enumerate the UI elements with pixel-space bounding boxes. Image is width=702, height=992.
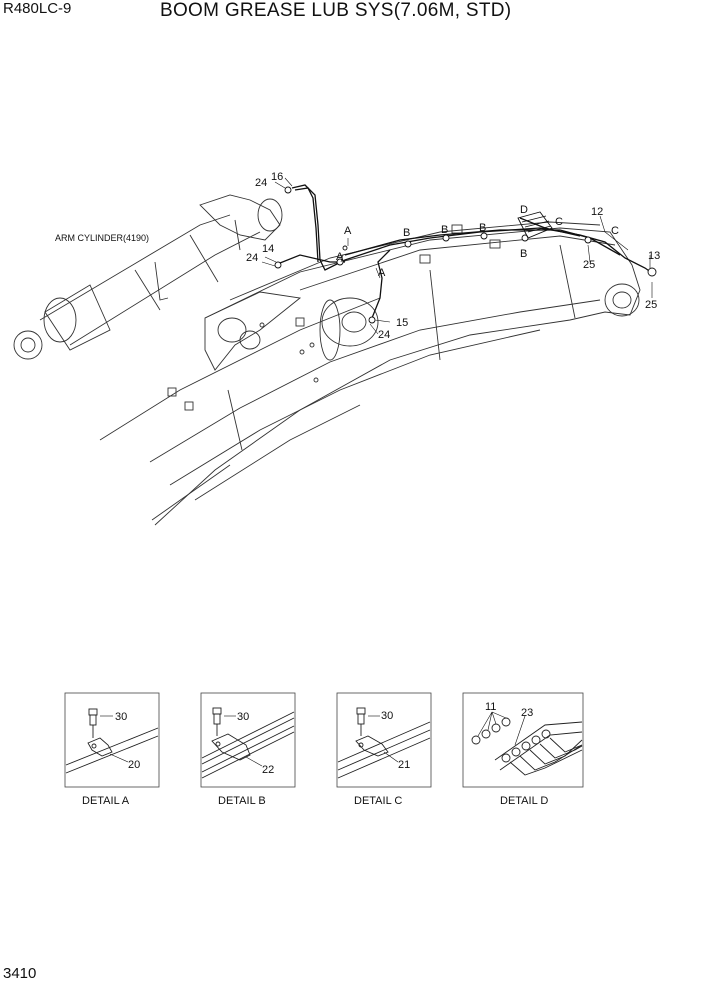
detail-marker-c: C bbox=[555, 216, 563, 228]
detail-b-panel: 30 22 DETAIL B bbox=[200, 692, 296, 807]
page-number: 3410 bbox=[3, 965, 37, 982]
arm-cylinder-drawing bbox=[13, 194, 283, 360]
callout-13: 13 bbox=[648, 250, 660, 262]
detail-c-panel: 30 21 DETAIL C bbox=[336, 692, 432, 807]
detail-marker-b: B bbox=[403, 227, 410, 239]
detail-marker-b: B bbox=[479, 222, 486, 234]
callout-12: 12 bbox=[591, 206, 603, 218]
callout-15: 15 bbox=[396, 317, 408, 329]
detail-a-callout-30: 30 bbox=[115, 711, 127, 723]
detail-marker-a: A bbox=[336, 251, 344, 263]
grease-hoses bbox=[274, 184, 656, 319]
detail-a-panel: 30 20 DETAIL A bbox=[64, 692, 160, 807]
detail-a-caption: DETAIL A bbox=[82, 795, 130, 807]
detail-a-callout-20: 20 bbox=[128, 759, 140, 771]
boom-drawing bbox=[99, 221, 641, 526]
arm-cylinder-label: ARM CYLINDER(4190) bbox=[55, 233, 149, 243]
detail-c-caption: DETAIL C bbox=[354, 795, 402, 807]
detail-b-callout-30: 30 bbox=[237, 711, 249, 723]
detail-marker-a: A bbox=[378, 267, 386, 279]
detail-b-callout-22: 22 bbox=[262, 764, 274, 776]
detail-marker-b: B bbox=[520, 248, 527, 260]
detail-d-caption: DETAIL D bbox=[500, 795, 548, 807]
detail-marker-a: A bbox=[344, 225, 352, 237]
callout-24: 24 bbox=[255, 177, 267, 189]
detail-d-callout-23: 23 bbox=[521, 707, 533, 719]
model-number: R480LC-9 bbox=[3, 0, 72, 17]
detail-b-caption: DETAIL B bbox=[218, 795, 266, 807]
callout-16: 16 bbox=[271, 171, 283, 183]
detail-d-callout-11: 11 bbox=[485, 701, 496, 713]
callout-24: 24 bbox=[378, 329, 390, 341]
detail-marker-c: C bbox=[611, 225, 619, 237]
detail-d-panel: 11 23 DETAIL D bbox=[462, 692, 584, 807]
detail-marker-d: D bbox=[520, 204, 528, 216]
page-title: BOOM GREASE LUB SYS(7.06M, STD) bbox=[160, 0, 512, 21]
leader-lines bbox=[261, 177, 653, 335]
callout-25: 25 bbox=[583, 259, 595, 271]
manifold-block bbox=[517, 211, 553, 239]
detail-marker-b: B bbox=[441, 224, 448, 236]
callout-24: 24 bbox=[246, 252, 258, 264]
detail-c-callout-21: 21 bbox=[398, 759, 410, 771]
callout-25: 25 bbox=[645, 299, 657, 311]
detail-c-callout-30: 30 bbox=[381, 710, 393, 722]
callout-14: 14 bbox=[262, 243, 274, 255]
